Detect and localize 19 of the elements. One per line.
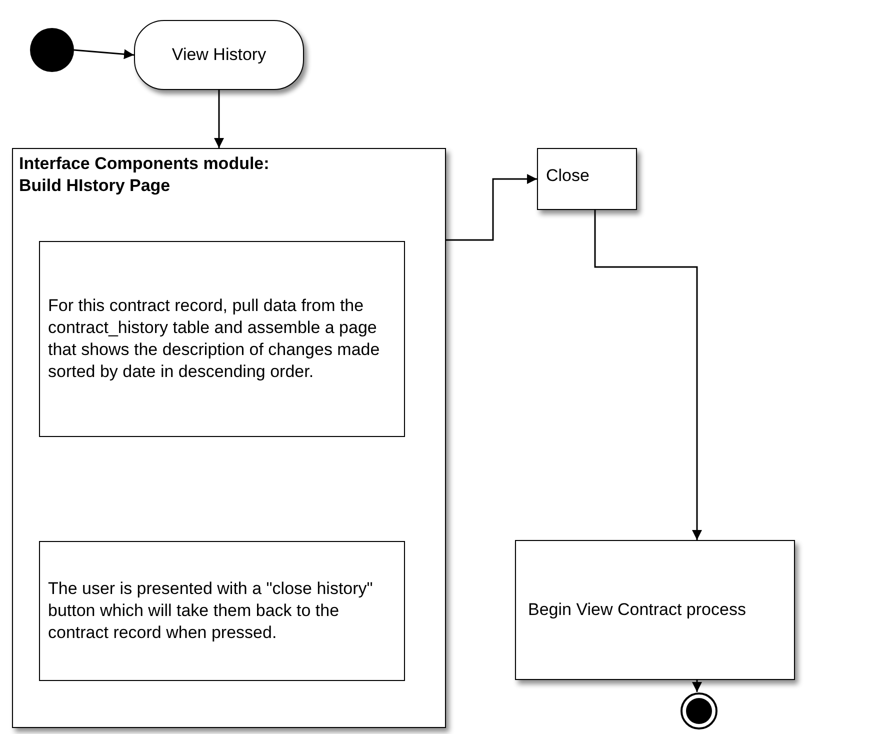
module-title: Interface Components module: Build HIstory Page bbox=[19, 153, 270, 198]
arrow bbox=[692, 680, 702, 692]
end-node bbox=[680, 692, 718, 730]
description-text: For this contract record, pull data from the contract_history table and assemble a page that shows the description of changes made sorted by date in descending order. bbox=[48, 294, 381, 384]
node-label: Begin View Contract process bbox=[528, 598, 746, 621]
process-box bbox=[39, 541, 405, 681]
arrow bbox=[74, 49, 134, 60]
node-label: View History bbox=[172, 44, 266, 66]
arrow bbox=[594, 210, 702, 540]
action-box bbox=[537, 148, 637, 210]
activity-node bbox=[134, 20, 304, 90]
description-text: The user is presented with a "close history" button which will take them back to the contract record when pressed. bbox=[48, 578, 374, 644]
module-box bbox=[12, 148, 446, 728]
arrow bbox=[446, 174, 537, 241]
start-node bbox=[30, 28, 74, 72]
process-box bbox=[39, 241, 405, 437]
arrow bbox=[214, 90, 224, 148]
action-box bbox=[515, 540, 795, 680]
node-label: Close bbox=[546, 165, 590, 187]
